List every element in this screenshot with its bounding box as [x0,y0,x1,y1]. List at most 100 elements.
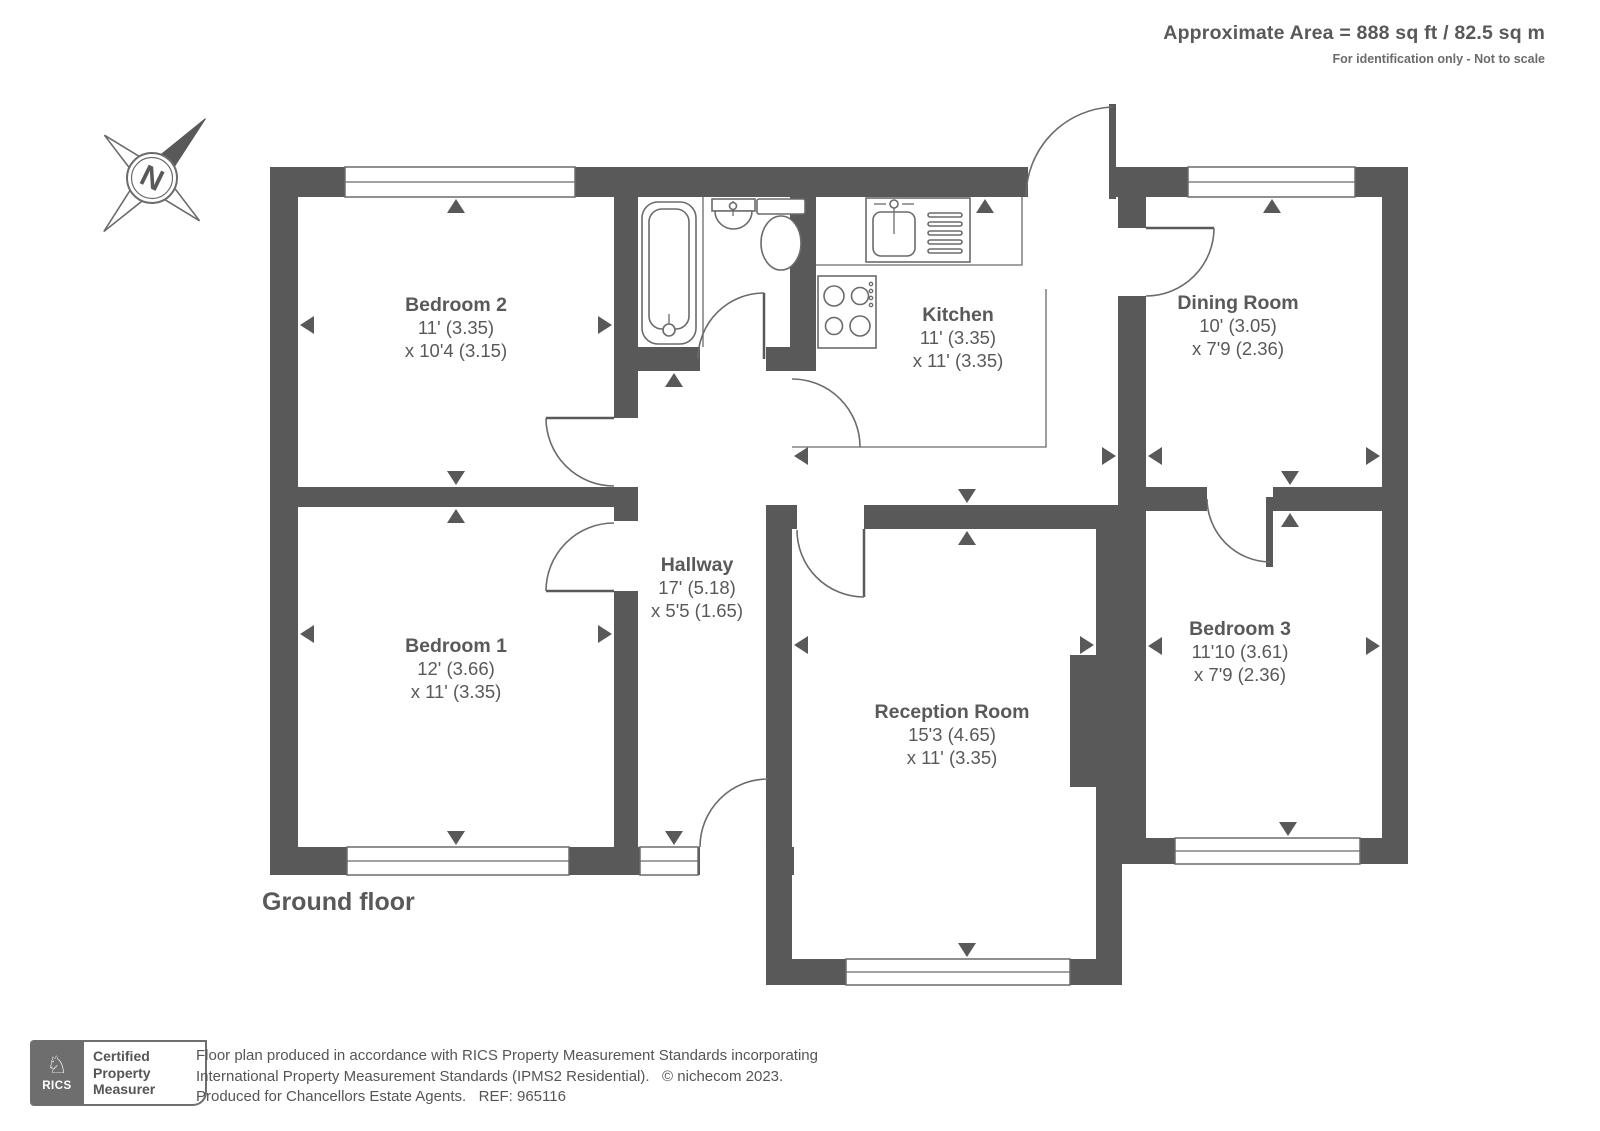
wall-segment [638,347,700,371]
wall-segment [298,487,638,507]
floor-title: Ground floor [262,888,415,916]
measure-arrow [794,636,808,654]
room-dim: 11' (3.35) [920,327,996,348]
fixtures [641,197,1047,448]
wall-segment [1118,487,1146,864]
room-label-bedroom1: Bedroom 1 12' (3.66) x 11' (3.35) [405,635,507,702]
measure-arrow [794,447,808,465]
room-name: Bedroom 1 [405,635,507,657]
wall-segment [1382,167,1408,864]
window-reception [845,958,1071,986]
door-bathroom [697,292,766,360]
room-dim: x 5'5 (1.65) [651,600,743,621]
room-dim: x 11' (3.35) [913,350,1004,371]
badge-line: Certified [93,1048,150,1065]
not-to-scale-note: For identification only - Not to scale [1332,52,1545,66]
rics-logo-mark: ♘ RICS [30,1040,84,1106]
kitchen-counter-line [816,197,1023,266]
measure-arrow [300,316,314,334]
room-dim: x 7'9 (2.36) [1194,664,1286,685]
basin-icon [711,198,756,230]
room-name: Bedroom 3 [1189,618,1291,640]
measure-arrow [1366,447,1380,465]
room-label-bedroom2: Bedroom 2 11' (3.35) x 10'4 (3.15) [405,294,507,361]
room-name: Dining Room [1177,292,1298,314]
doors [545,104,1273,848]
wall-segment [270,167,298,875]
room-label-kitchen: Kitchen 11' (3.35) x 11' (3.35) [913,304,1004,371]
wall-segment [864,505,1122,529]
door-dining [1145,226,1215,297]
wall-segment [766,505,792,985]
door-front [699,778,770,848]
bathtub-icon [641,201,697,345]
door-bedroom3 [1206,497,1273,567]
measure-arrow [447,831,465,845]
windows [344,166,1361,986]
measure-arrow [1279,822,1297,836]
disclaimer-line: International Property Measurement Stand… [196,1067,784,1085]
wall-segment [1096,505,1122,959]
room-dim: 10' (3.05) [1199,315,1277,336]
wall-segment [614,487,638,521]
room-name: Kitchen [922,304,994,326]
door-kitchen [791,378,861,448]
wall-segment [766,347,790,371]
measure-arrow [598,625,612,643]
measure-arrow [1366,637,1380,655]
door-bedroom2 [545,416,615,487]
room-dim: x 7'9 (2.36) [1192,338,1284,359]
room-name: Hallway [661,554,734,576]
room-name: Bedroom 2 [405,294,507,316]
wall-segment [1118,197,1146,228]
measure-arrow [665,373,683,387]
measure-arrow [1263,199,1281,213]
measure-arrow [665,831,683,845]
measure-arrow [958,531,976,545]
badge-line: Property [93,1064,151,1081]
chimney-breast [1070,655,1098,787]
toilet-icon [756,198,806,271]
compass-icon: N [103,118,206,233]
measure-arrow [300,625,314,643]
header: Approximate Area = 888 sq ft / 82.5 sq m… [1163,22,1545,66]
room-dim: 17' (5.18) [658,577,736,598]
lion-icon: ♘ [46,1052,68,1079]
rics-logo-text: RICS [42,1080,72,1092]
certified-property-measurer-badge: Certified Property Measurer [84,1040,207,1106]
measure-arrow [976,199,994,213]
room-label-dining: Dining Room 10' (3.05) x 7'9 (2.36) [1177,292,1298,359]
measure-arrow [1281,513,1299,527]
disclaimer: Floor plan produced in accordance with R… [196,1046,818,1108]
wall-segment [1118,296,1146,511]
measure-arrow [1102,447,1116,465]
measure-arrow [1080,636,1094,654]
room-dim: x 11' (3.35) [907,747,998,768]
measure-arrow [958,489,976,503]
measure-arrow [958,943,976,957]
window-dining [1187,166,1356,198]
measure-arrows [300,199,1380,957]
room-name: Reception Room [875,701,1030,723]
window-bedroom1 [346,846,570,876]
room-labels: Bedroom 2 11' (3.35) x 10'4 (3.15) Bedro… [405,292,1299,768]
measure-arrow [447,509,465,523]
kitchen-sink-icon [865,197,971,263]
badge-line: Measurer [93,1081,156,1098]
wall-segment [614,197,638,418]
window-bedroom3 [1174,837,1361,865]
approximate-area-text: Approximate Area = 888 sq ft / 82.5 sq m [1163,22,1545,44]
disclaimer-line: Produced for Chancellors Estate Agents. … [196,1088,566,1105]
measure-arrow [1148,637,1162,655]
disclaimer-line: Floor plan produced in accordance with R… [196,1047,818,1064]
window-bedroom2 [344,166,576,198]
kitchen-boundary-line [792,289,1047,448]
measure-arrow [598,316,612,334]
room-dim: 12' (3.66) [417,658,495,679]
door-entrance [1025,104,1116,199]
measure-arrow [447,471,465,485]
room-label-bedroom3: Bedroom 3 11'10 (3.61) x 7'9 (2.36) [1189,618,1291,685]
room-dim: 11' (3.35) [418,317,494,338]
wall-segment [614,591,638,847]
